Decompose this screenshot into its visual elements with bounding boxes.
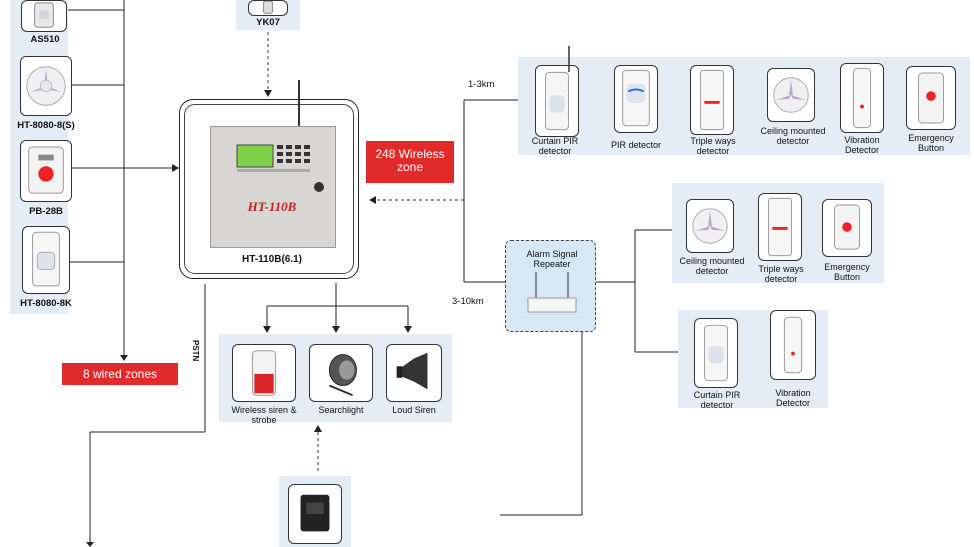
main-panel-label: HT-110B(6.1): [241, 254, 303, 265]
loud-siren-label: Loud Siren: [392, 405, 436, 415]
ht8080-8k-label: HT-8080-8K: [20, 298, 72, 309]
pstn-label: PSTN: [191, 340, 200, 362]
wireless-siren: [232, 344, 296, 402]
curtain-pir-detector-2: [694, 318, 738, 388]
remote-icon: [263, 1, 273, 14]
ceiling2-label: Ceiling mounted detector: [679, 256, 745, 276]
antenna-icon: [568, 46, 570, 72]
repeater-label: Alarm Signal Repeater: [526, 249, 578, 269]
vibration-detector-icon: [852, 67, 872, 129]
ceiling-detector-icon: [692, 208, 728, 244]
ht8080-8s-label: HT-8080-8(S): [17, 120, 75, 131]
repeater-box: [505, 240, 596, 332]
ceiling-label: Ceiling mounted detector: [760, 126, 826, 146]
triple-detector-icon: [768, 197, 792, 257]
pir-label: PIR detector: [610, 140, 662, 150]
pir-detector-icon: [704, 324, 728, 382]
vibration-detector-2: [770, 310, 816, 380]
pb28b-button: [20, 140, 72, 202]
triple-ways-detector-2: [758, 193, 802, 261]
as510-label: AS510: [30, 34, 60, 45]
distance-far: 3-10km: [452, 296, 484, 307]
ht8080-8k-detector: [22, 226, 70, 294]
ht8080-8s-detector: [20, 56, 72, 116]
searchlight: [309, 344, 373, 402]
triple-label: Triple ways detector: [690, 136, 736, 156]
triple2-label: Triple ways detector: [758, 264, 804, 284]
wired-zone-badge: 8 wired zones: [62, 363, 178, 385]
emergency-label: Emergency Button: [908, 133, 954, 153]
wireless-zone-badge: 248 Wireless zone: [366, 141, 454, 183]
as510-detector: [21, 0, 67, 32]
loud-siren-icon: [396, 352, 428, 390]
distance-near: 1-3km: [468, 79, 495, 90]
main-panel-inner: [184, 104, 354, 274]
alarm-panel-unit: HT-110B: [210, 126, 336, 248]
ceiling-detector-icon: [26, 66, 66, 106]
antenna-icon: [298, 80, 300, 128]
pb28b-label: PB-28B: [29, 206, 63, 217]
pir-detector: [614, 65, 658, 133]
vibration-detector-icon: [783, 316, 803, 374]
curtain-pir-detector: [535, 65, 579, 137]
vibration-label: Vibration Detector: [844, 135, 880, 155]
pir-detector-icon: [545, 71, 569, 131]
ceiling-mounted-detector-2: [686, 199, 734, 253]
searchlight-label: Searchlight: [318, 405, 364, 415]
yk07-label: YK07: [256, 17, 280, 28]
emergency-button: [906, 66, 956, 130]
curtain-pir2-label: Curtain PIR detector: [693, 390, 741, 410]
keypad-icon: [236, 144, 324, 192]
emergency2-label: Emergency Button: [824, 262, 870, 282]
detector-icon: [34, 2, 54, 28]
adapter-icon: [300, 494, 330, 532]
panel-logo: HT-110B: [247, 199, 297, 214]
emergency-button-icon: [918, 72, 944, 124]
emergency-button-icon: [28, 146, 64, 194]
emergency-button-icon: [834, 204, 860, 250]
ceiling-detector-icon: [773, 77, 809, 113]
ceiling-mounted-detector: [767, 68, 815, 122]
loud-siren: [386, 344, 442, 402]
triple-ways-detector: [690, 65, 734, 135]
searchlight-icon: [328, 354, 357, 397]
siren-label: Wireless siren & strobe: [231, 405, 297, 425]
yk07-remote: [248, 0, 288, 16]
curtain-pir-label: Curtain PIR detector: [531, 136, 579, 156]
top-wireless-panel: [518, 57, 970, 155]
vibration2-label: Vibration Detector: [775, 388, 811, 408]
pir-detector-icon: [622, 69, 650, 127]
emergency-button-2: [822, 199, 872, 257]
power-adapter: [288, 484, 342, 544]
triple-detector-icon: [700, 69, 724, 131]
siren-icon: [251, 350, 277, 396]
vibration-detector: [840, 63, 884, 133]
repeater-icon: [527, 272, 577, 313]
pir-detector-icon: [32, 231, 60, 287]
